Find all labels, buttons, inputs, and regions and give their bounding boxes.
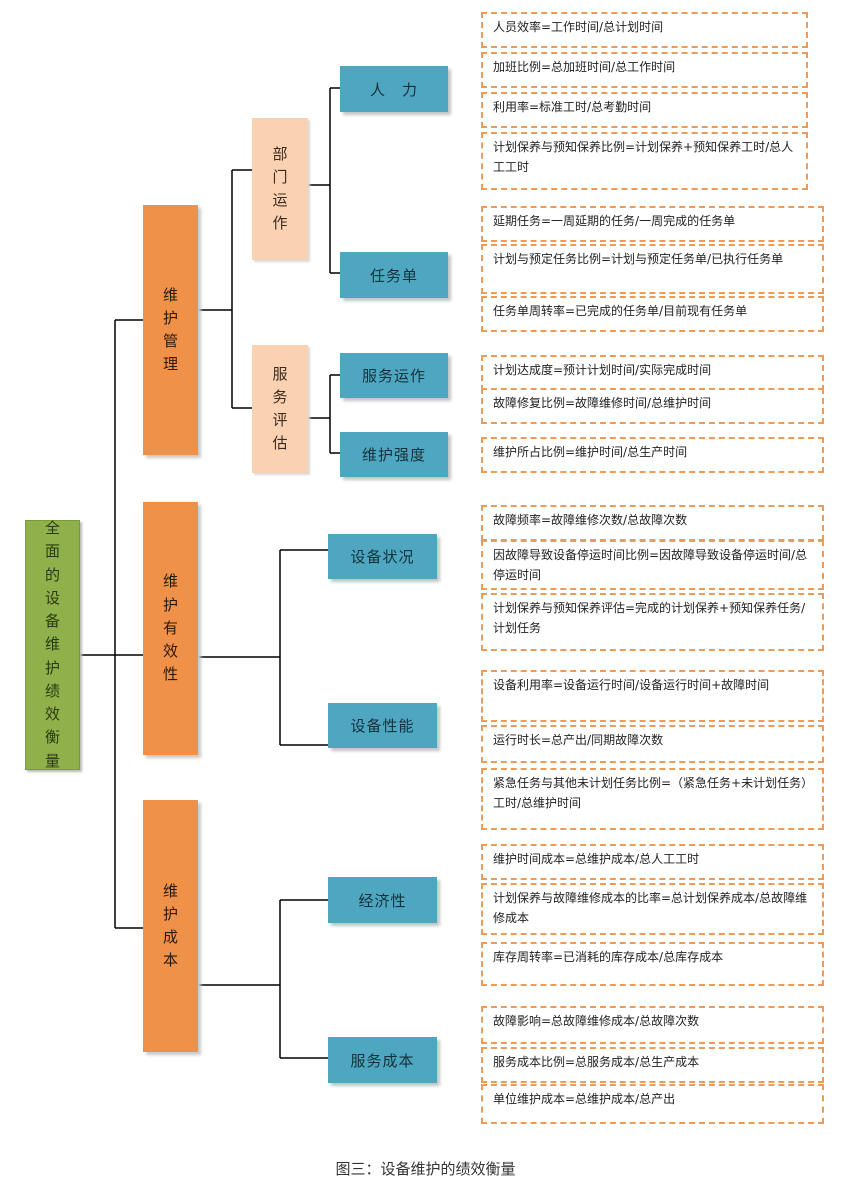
- metric-box: 因故障导致设备停运时间比例=因故障导致设备停运时间/总停运时间: [481, 540, 824, 590]
- figure-caption: 图三：设备维护的绩效衡量: [335, 1160, 516, 1178]
- leaf-service-cost: 服务成本: [328, 1037, 437, 1083]
- leaf-manpower: 人 力: [340, 66, 448, 112]
- metric-box: 计划达成度=预计计划时间/实际完成时间: [481, 355, 824, 391]
- leaf-label: 服务运作: [361, 367, 426, 385]
- leaf-label: 设备状况: [350, 548, 415, 566]
- metric-box: 维护时间成本=总维护成本/总人工工时: [481, 844, 824, 880]
- metric-box: 库存周转率=已消耗的库存成本/总库存成本: [481, 942, 824, 986]
- metric-box: 故障修复比例=故障维修时间/总维护时间: [481, 388, 824, 424]
- category-label: 维护有效性: [162, 572, 178, 684]
- metric-box: 运行时长=总产出/同期故障次数: [481, 725, 824, 763]
- leaf-equipment-status: 设备状况: [328, 534, 437, 579]
- metric-box: 紧急任务与其他未计划任务比例=（紧急任务+未计划任务）工时/总维护时间: [481, 768, 824, 830]
- metric-box: 设备利用率=设备运行时间/设备运行时间+故障时间: [481, 670, 824, 722]
- leaf-label: 任务单: [369, 266, 418, 285]
- metric-box: 人员效率=工作时间/总计划时间: [481, 12, 808, 48]
- subgroup-label: 服务评估: [272, 364, 288, 453]
- category-maintenance-management: 维护管理: [143, 205, 198, 455]
- metric-text: 故障修复比例=故障维修时间/总维护时间: [493, 396, 712, 410]
- leaf-label: 人 力: [369, 80, 418, 99]
- metric-box: 故障频率=故障维修次数/总故障次数: [481, 505, 824, 541]
- leaf-label: 经济性: [358, 891, 407, 910]
- leaf-label: 维护强度: [361, 446, 426, 464]
- metric-text: 利用率=标准工时/总考勤时间: [493, 100, 652, 114]
- metric-text: 设备利用率=设备运行时间/设备运行时间+故障时间: [493, 678, 770, 692]
- subgroup-department-operation: 部门运作: [252, 118, 308, 260]
- metric-text: 单位维护成本=总维护成本/总产出: [493, 1092, 676, 1106]
- leaf-equipment-performance: 设备性能: [328, 703, 437, 748]
- metric-box: 单位维护成本=总维护成本/总产出: [481, 1084, 824, 1124]
- metric-box: 计划保养与预知保养评估=完成的计划保养+预知保养任务/计划任务: [481, 593, 824, 651]
- metric-box: 任务单周转率=已完成的任务单/目前现有任务单: [481, 296, 824, 332]
- metric-box: 故障影响=总故障维修成本/总故障次数: [481, 1006, 824, 1044]
- metric-box: 利用率=标准工时/总考勤时间: [481, 92, 808, 128]
- metric-text: 计划保养与预知保养评估=完成的计划保养+预知保养任务/计划任务: [493, 601, 806, 635]
- subgroup-label: 部门运作: [272, 144, 288, 233]
- metric-text: 延期任务=一周延期的任务/一周完成的任务单: [493, 214, 736, 228]
- leaf-work-order: 任务单: [340, 252, 448, 298]
- metric-text: 故障影响=总故障维修成本/总故障次数: [493, 1014, 700, 1028]
- metric-text: 计划达成度=预计计划时间/实际完成时间: [493, 363, 712, 377]
- metric-text: 库存周转率=已消耗的库存成本/总库存成本: [493, 950, 724, 964]
- category-maintenance-cost: 维护成本: [143, 800, 198, 1052]
- leaf-label: 设备性能: [350, 717, 415, 735]
- metric-text: 计划保养与预知保养比例=计划保养+预知保养工时/总人工工时: [493, 140, 794, 174]
- metric-box: 计划保养与故障维修成本的比率=总计划保养成本/总故障维修成本: [481, 883, 824, 935]
- leaf-economy: 经济性: [328, 877, 437, 923]
- root-node: 全面的设备维护绩效衡量: [25, 519, 80, 770]
- metric-box: 计划保养与预知保养比例=计划保养+预知保养工时/总人工工时: [481, 132, 808, 190]
- metric-box: 加班比例=总加班时间/总工作时间: [481, 52, 808, 88]
- category-maintenance-effectiveness: 维护有效性: [143, 502, 198, 755]
- metric-text: 因故障导致设备停运时间比例=因故障导致设备停运时间/总停运时间: [493, 548, 808, 582]
- metric-text: 计划与预定任务比例=计划与预定任务单/已执行任务单: [493, 252, 784, 266]
- leaf-service-operation: 服务运作: [340, 353, 448, 398]
- metric-box: 计划与预定任务比例=计划与预定任务单/已执行任务单: [481, 244, 824, 294]
- category-label: 维护管理: [162, 285, 178, 374]
- metric-text: 运行时长=总产出/同期故障次数: [493, 733, 664, 747]
- subgroup-service-evaluation: 服务评估: [252, 345, 308, 473]
- leaf-maintenance-intensity: 维护强度: [340, 432, 448, 477]
- metric-box: 维护所占比例=维护时间/总生产时间: [481, 437, 824, 473]
- metric-text: 紧急任务与其他未计划任务比例=（紧急任务+未计划任务）工时/总维护时间: [493, 776, 808, 810]
- metric-text: 维护时间成本=总维护成本/总人工工时: [493, 852, 700, 866]
- metric-text: 任务单周转率=已完成的任务单/目前现有任务单: [493, 304, 748, 318]
- category-label: 维护成本: [162, 881, 178, 970]
- root-label: 全面的设备维护绩效衡量: [44, 519, 60, 770]
- metric-text: 故障频率=故障维修次数/总故障次数: [493, 513, 688, 527]
- metric-box: 延期任务=一周延期的任务/一周完成的任务单: [481, 206, 824, 242]
- metric-text: 维护所占比例=维护时间/总生产时间: [493, 445, 688, 459]
- metric-text: 服务成本比例=总服务成本/总生产成本: [493, 1055, 700, 1069]
- leaf-label: 服务成本: [350, 1051, 415, 1070]
- metric-box: 服务成本比例=总服务成本/总生产成本: [481, 1047, 824, 1083]
- metric-text: 加班比例=总加班时间/总工作时间: [493, 60, 676, 74]
- metric-text: 计划保养与故障维修成本的比率=总计划保养成本/总故障维修成本: [493, 891, 808, 925]
- metric-text: 人员效率=工作时间/总计划时间: [493, 20, 664, 34]
